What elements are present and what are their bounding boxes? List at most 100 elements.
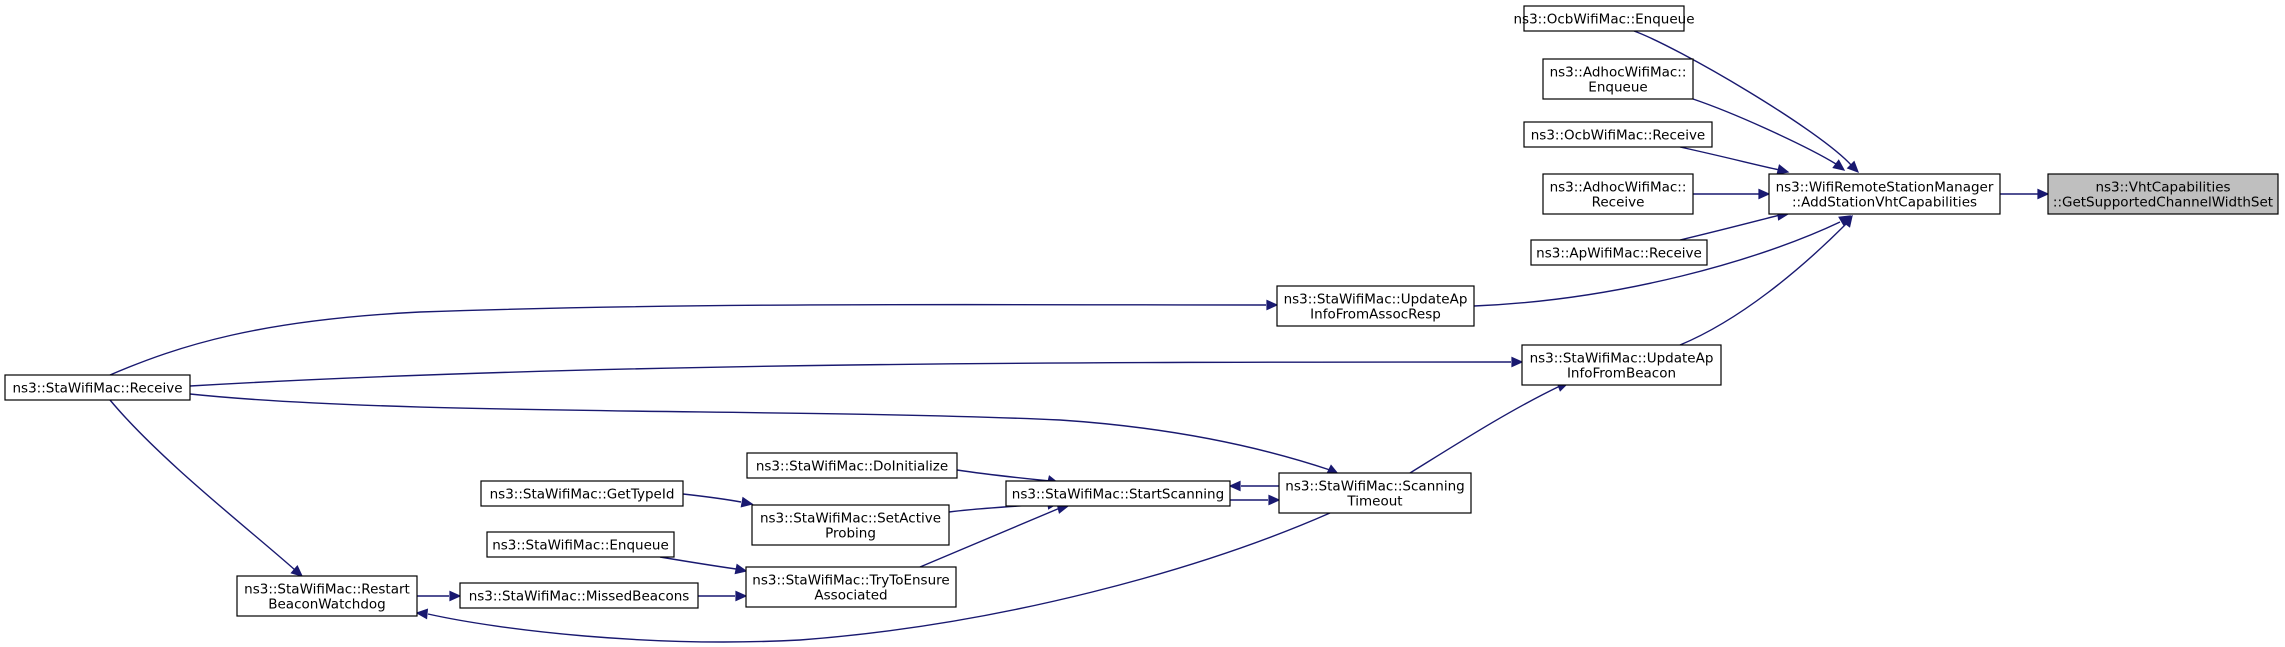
- node-box: [1542, 173, 1694, 215]
- edge-n1-to-n0: [2000, 188, 2050, 200]
- node-adhoc-wifi-mac-receive[interactable]: ns3::AdhocWifiMac::Receive: [1542, 173, 1694, 215]
- edge-line: [919, 507, 1061, 568]
- edge-line: [1633, 30, 1853, 167]
- node-box: [1521, 344, 1722, 386]
- edge-n11-to-n10: [1230, 494, 1281, 506]
- arrowhead-icon: [1846, 160, 1860, 174]
- node-sta-wifi-mac-missed-beacons[interactable]: ns3::StaWifiMac::MissedBeacons: [459, 582, 699, 609]
- node-vht-get-supported-channel-width-set: ns3::VhtCapabilities::GetSupportedChanne…: [2047, 173, 2279, 215]
- node-label-line: ns3::AdhocWifiMac::: [1550, 180, 1687, 196]
- edge-line: [109, 399, 296, 571]
- node-label-line: Timeout: [1346, 494, 1402, 510]
- edge-line: [1473, 221, 1841, 307]
- node-label-line: ns3::ApWifiMac::Receive: [1536, 246, 1702, 262]
- edge-line: [189, 393, 1331, 471]
- node-box: [1542, 58, 1694, 100]
- arrowhead-icon: [290, 564, 304, 577]
- node-box: [236, 575, 418, 617]
- edge-line: [659, 556, 737, 570]
- node-label-line: ns3::StaWifiMac::Receive: [12, 381, 182, 397]
- node-box: [1530, 239, 1708, 266]
- node-label-line: Enqueue: [1588, 80, 1647, 96]
- node-label-line: ns3::StaWifiMac::TryToEnsure: [752, 573, 949, 589]
- edge-n10-to-n8: [1409, 381, 1570, 474]
- edge-line: [427, 512, 1331, 643]
- node-label-line: Receive: [1592, 195, 1645, 211]
- node-label-line: ns3::StaWifiMac::Restart: [244, 582, 410, 598]
- node-box: [1276, 285, 1475, 327]
- node-label-line: ns3::WifiRemoteStationManager: [1776, 180, 1994, 196]
- edge-n10-to-n11: [1228, 480, 1279, 492]
- node-label-line: ns3::StaWifiMac::UpdateAp: [1530, 351, 1714, 367]
- node-box: [1523, 121, 1713, 148]
- node-sta-wifi-mac-start-scanning[interactable]: ns3::StaWifiMac::StartScanning: [1005, 480, 1231, 507]
- edge-layer: [109, 30, 2050, 643]
- edge-n4-to-n1: [1679, 146, 1790, 175]
- node-wifi-remote-station-manager-add-station-vht-capabilities[interactable]: ns3::WifiRemoteStationManager::AddStatio…: [1768, 173, 2001, 215]
- edge-line: [1679, 146, 1781, 171]
- edge-line: [1679, 214, 1781, 241]
- arrowhead-icon: [1511, 356, 1524, 368]
- arrowhead-icon: [449, 590, 462, 602]
- arrowhead-icon: [1758, 188, 1771, 200]
- node-box: [4, 374, 191, 401]
- node-ocb-wifi-mac-receive[interactable]: ns3::OcbWifiMac::Receive: [1523, 121, 1713, 148]
- node-box: [746, 452, 958, 479]
- node-box: [751, 504, 950, 546]
- edge-n2-to-n1: [1633, 30, 1860, 174]
- node-ap-wifi-mac-receive[interactable]: ns3::ApWifiMac::Receive: [1530, 239, 1708, 266]
- edge-line: [956, 469, 1051, 482]
- edge-n10-to-n17: [415, 512, 1331, 643]
- node-layer: ns3::VhtCapabilities::GetSupportedChanne…: [4, 5, 2279, 617]
- edge-line: [1409, 385, 1561, 474]
- arrowhead-icon: [415, 608, 429, 620]
- node-label-line: Probing: [825, 526, 876, 542]
- edge-n18-to-n15: [698, 590, 748, 602]
- edge-n9-to-n8: [189, 356, 1524, 387]
- edge-n17-to-n18: [417, 590, 462, 602]
- node-label-line: ns3::StaWifiMac::DoInitialize: [756, 459, 948, 475]
- node-sta-wifi-mac-enqueue[interactable]: ns3::StaWifiMac::Enqueue: [486, 531, 675, 558]
- node-label-line: ns3::StaWifiMac::Scanning: [1285, 479, 1464, 495]
- edge-n8-to-n1: [1679, 214, 1853, 346]
- node-box: [1278, 472, 1472, 514]
- node-label-line: ns3::VhtCapabilities: [2095, 180, 2230, 196]
- edge-n5-to-n1: [1693, 188, 1771, 200]
- node-label-line: BeaconWatchdog: [268, 597, 386, 613]
- arrowhead-icon: [1266, 299, 1279, 311]
- arrowhead-icon: [735, 590, 748, 602]
- node-label-line: ::AddStationVhtCapabilities: [1792, 195, 1977, 211]
- node-ocb-wifi-mac-enqueue[interactable]: ns3::OcbWifiMac::Enqueue: [1513, 5, 1695, 32]
- node-label-line: ns3::StaWifiMac::UpdateAp: [1284, 292, 1468, 308]
- node-box: [745, 566, 957, 608]
- node-sta-wifi-mac-do-initialize[interactable]: ns3::StaWifiMac::DoInitialize: [746, 452, 958, 479]
- node-label-line: ns3::OcbWifiMac::Enqueue: [1513, 12, 1694, 28]
- edge-line: [189, 361, 1512, 387]
- edge-line: [1679, 223, 1847, 346]
- edge-line: [1692, 98, 1837, 165]
- edge-line: [682, 493, 742, 503]
- node-adhoc-wifi-mac-enqueue[interactable]: ns3::AdhocWifiMac::Enqueue: [1542, 58, 1694, 100]
- node-label-line: ns3::StaWifiMac::SetActive: [760, 511, 941, 527]
- node-box: [2047, 173, 2279, 215]
- node-sta-wifi-mac-receive[interactable]: ns3::StaWifiMac::Receive: [4, 374, 191, 401]
- node-label-line: ns3::StaWifiMac::GetTypeId: [490, 487, 675, 503]
- node-label-line: ns3::StaWifiMac::StartScanning: [1012, 487, 1224, 503]
- node-box: [1768, 173, 2001, 215]
- node-box: [480, 480, 684, 507]
- node-label-line: Associated: [814, 588, 887, 604]
- edge-n9-to-n7: [109, 299, 1279, 376]
- node-label-line: ns3::StaWifiMac::MissedBeacons: [469, 589, 690, 605]
- arrowhead-icon: [740, 496, 754, 508]
- edge-n14-to-n13: [682, 493, 754, 508]
- node-label-line: ns3::OcbWifiMac::Receive: [1531, 128, 1706, 144]
- node-sta-wifi-mac-get-type-id[interactable]: ns3::StaWifiMac::GetTypeId: [480, 480, 684, 507]
- node-sta-wifi-mac-update-ap-info-from-assoc-resp[interactable]: ns3::StaWifiMac::UpdateApInfoFromAssocRe…: [1276, 285, 1475, 327]
- node-box: [459, 582, 699, 609]
